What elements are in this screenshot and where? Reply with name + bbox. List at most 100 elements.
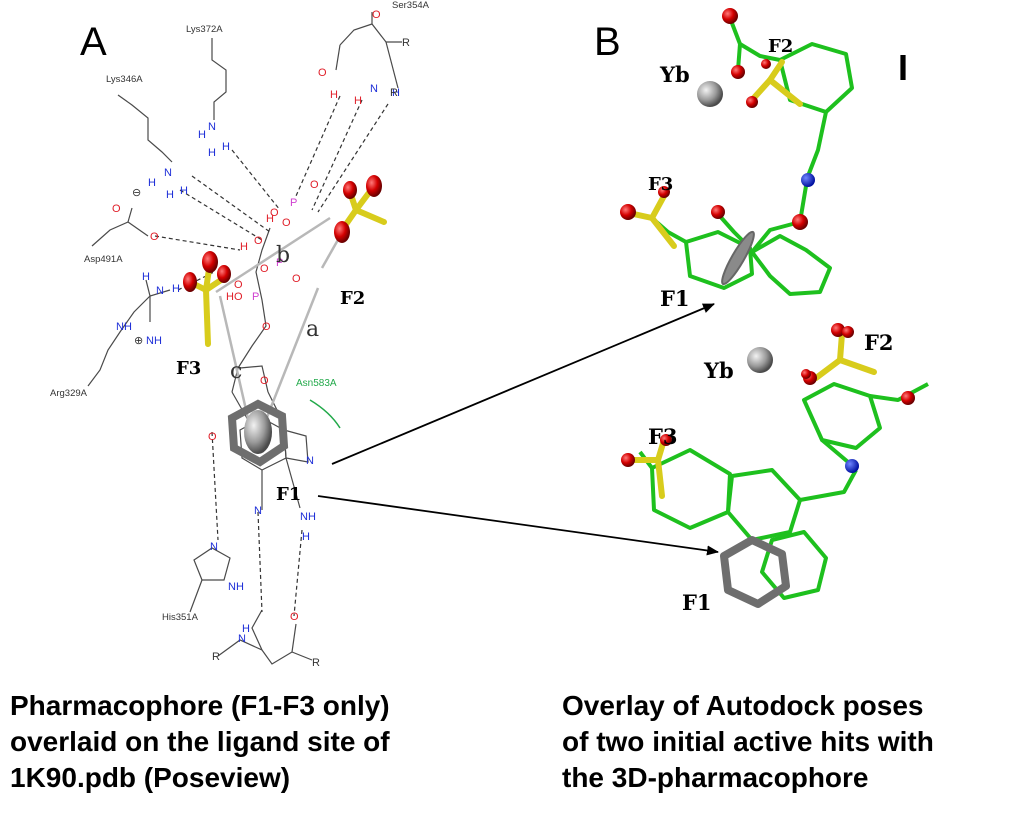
svg-text:N: N <box>210 541 218 553</box>
bottom-pose-f3-label: F3 <box>648 424 678 449</box>
svg-text:N: N <box>156 285 164 297</box>
panel-a: A <box>50 0 430 669</box>
panel-a-letter: A <box>80 20 107 64</box>
svg-text:H: H <box>354 95 362 107</box>
top-pose-yb-label: Yb <box>659 62 690 87</box>
residue-arg329a: Arg329A <box>50 388 88 399</box>
top-pose-atoms <box>620 8 815 230</box>
panel-a-caption-line-2: overlaid on the ligand site of <box>10 726 390 757</box>
panel-b-caption: Overlay of Autodock poses of two initial… <box>562 688 934 796</box>
residue-asp491a: Asp491A <box>84 254 123 265</box>
svg-text:N: N <box>164 167 172 179</box>
svg-text:H: H <box>392 87 400 99</box>
svg-text:H: H <box>142 271 150 283</box>
feature-labels-a: F1 F2 F3 <box>176 288 365 505</box>
top-pose-aromatic-f1 <box>721 230 755 286</box>
svg-text:N: N <box>370 83 378 95</box>
svg-text:R: R <box>402 37 410 49</box>
residue-lys372a: Lys372A <box>186 24 223 35</box>
bottom-pose-f1-label: F1 <box>682 590 712 615</box>
svg-text:⊕: ⊕ <box>134 335 143 347</box>
feature-f1-label-a: F1 <box>276 484 301 505</box>
svg-text:O: O <box>292 273 301 285</box>
svg-text:H: H <box>172 283 180 295</box>
svg-text:O: O <box>260 375 269 387</box>
feature-f1-aromatic <box>227 399 289 467</box>
atom-labels: O O H N H R R H H N H H H N H H O O ⊖ H … <box>112 9 410 669</box>
panel-b-caption-line-2: of two initial active hits with <box>562 726 934 757</box>
top-pose: I <box>620 8 908 311</box>
svg-text:N: N <box>254 505 262 517</box>
residue-lys346a: Lys346A <box>106 74 143 85</box>
svg-text:HO: HO <box>226 291 243 303</box>
panel-a-caption: Pharmacophore (F1-F3 only) overlaid on t… <box>10 688 390 796</box>
svg-text:N: N <box>238 633 246 645</box>
bottom-pose: F2 F3 F1 Yb <box>621 323 929 615</box>
svg-text:O: O <box>150 231 159 243</box>
hydrogen-bonds <box>154 95 389 617</box>
svg-text:H: H <box>166 189 174 201</box>
feature-oxygen-balls-a <box>183 175 382 292</box>
arrow-to-top-pose <box>331 303 715 465</box>
svg-text:R: R <box>390 87 398 99</box>
svg-text:O: O <box>310 179 319 191</box>
svg-text:NH: NH <box>146 335 162 347</box>
svg-text:NH: NH <box>116 321 132 333</box>
bottom-pose-aromatic-f1 <box>720 536 790 608</box>
svg-text:O: O <box>260 263 269 275</box>
panel-a-caption-line-1: Pharmacophore (F1-F3 only) <box>10 690 390 721</box>
svg-text:O: O <box>318 67 327 79</box>
svg-text:O: O <box>270 207 279 219</box>
site-letter-a: a <box>306 317 319 342</box>
svg-text:H: H <box>330 89 338 101</box>
svg-text:NH: NH <box>300 511 316 523</box>
svg-text:N: N <box>208 121 216 133</box>
bottom-pose-atoms <box>621 323 915 473</box>
bottom-pose-yb-label: Yb <box>703 358 734 383</box>
panel-b-caption-line-1: Overlay of Autodock poses <box>562 690 924 721</box>
svg-text:H: H <box>242 623 250 635</box>
asn583-contact-arc <box>309 399 341 429</box>
panel-a-caption-line-3: 1K90.pdb (Poseview) <box>10 762 291 793</box>
svg-text:N: N <box>306 455 314 467</box>
svg-text:R: R <box>212 651 220 663</box>
bottom-pose-yb-ion <box>747 347 773 373</box>
top-pose-f3-label: F3 <box>648 174 673 195</box>
panel-b: B I <box>594 8 929 615</box>
top-pose-ligand-bonds <box>650 17 854 296</box>
residue-his351a: His351A <box>162 612 199 623</box>
svg-text:O: O <box>254 235 263 247</box>
svg-text:R: R <box>312 657 320 669</box>
site-letter-c: c <box>230 359 242 384</box>
site-letters: a b c <box>230 243 319 384</box>
svg-text:H: H <box>208 147 216 159</box>
svg-text:O: O <box>112 203 121 215</box>
svg-text:O: O <box>234 279 243 291</box>
residue-asn583a: Asn583A <box>296 378 337 389</box>
svg-text:O: O <box>372 9 381 21</box>
arrow-to-bottom-pose <box>317 495 719 556</box>
overlay-arrows <box>317 303 719 556</box>
top-pose-yb-ion <box>697 81 723 107</box>
svg-text:H: H <box>240 241 248 253</box>
top-pose-features <box>621 59 803 249</box>
svg-text:O: O <box>282 217 291 229</box>
svg-text:O: O <box>208 431 217 443</box>
bottom-pose-features <box>627 331 877 499</box>
feature-f3-label-a: F3 <box>176 358 201 379</box>
residue-labels: Lys372A Lys346A Asp491A Arg329A His351A … <box>50 0 430 623</box>
svg-text:⊖: ⊖ <box>132 187 141 199</box>
top-pose-marker: I <box>898 47 908 88</box>
svg-text:P: P <box>276 257 283 269</box>
svg-text:H: H <box>222 141 230 153</box>
svg-text:H: H <box>198 129 206 141</box>
svg-text:H: H <box>266 213 274 225</box>
panel-b-letter: B <box>594 20 621 64</box>
svg-text:O: O <box>290 611 299 623</box>
svg-text:NH: NH <box>228 581 244 593</box>
bottom-pose-f2-label: F2 <box>864 330 894 355</box>
feature-f2-label-a: F2 <box>340 288 365 309</box>
svg-text:H: H <box>302 531 310 543</box>
svg-text:H: H <box>180 185 188 197</box>
